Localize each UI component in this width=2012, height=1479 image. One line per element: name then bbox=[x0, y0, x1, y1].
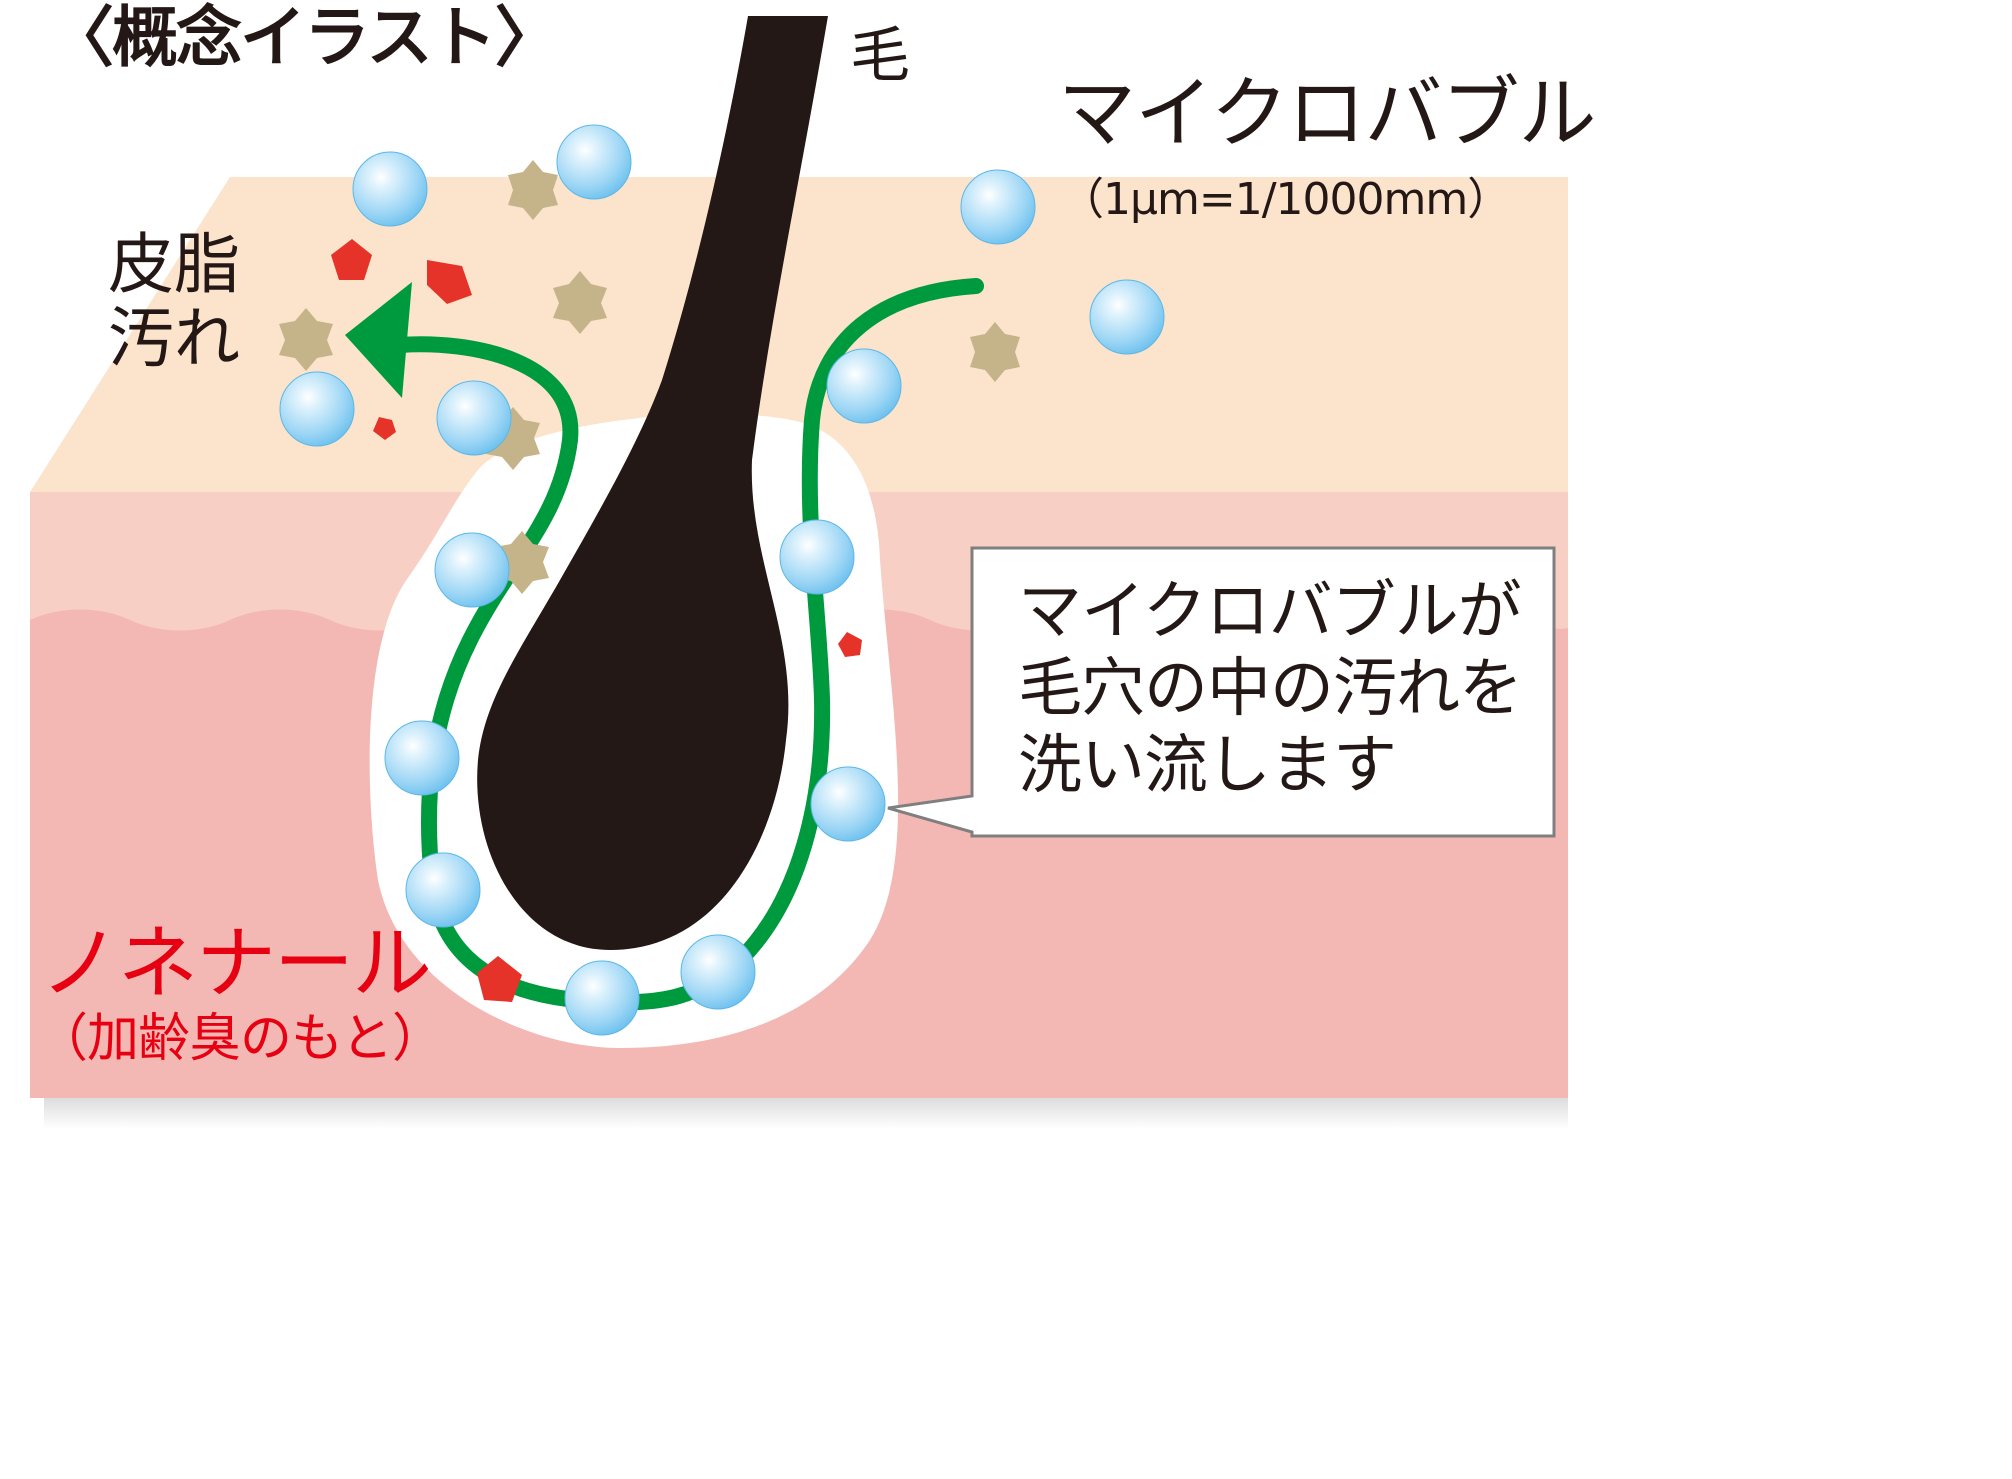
microbubble bbox=[810, 766, 886, 842]
microbubble bbox=[352, 151, 428, 227]
nonenal-label: ノネナール bbox=[40, 917, 432, 1010]
sebum-particle bbox=[279, 308, 333, 371]
callout-text: マイクロバブルが 毛穴の中の汚れを 洗い流します bbox=[1018, 574, 1523, 804]
callout-line1: マイクロバブルが bbox=[1018, 575, 1522, 649]
microbubble bbox=[405, 852, 481, 928]
microbubble-size-label: （1μm=1/1000mm） bbox=[1060, 174, 1511, 225]
callout-line3: 洗い流します bbox=[1018, 728, 1397, 803]
sebum-label: 皮脂 汚れ bbox=[108, 228, 240, 376]
flow-arrow-left bbox=[392, 336, 618, 1010]
nonenal-particle bbox=[331, 239, 372, 280]
microbubble bbox=[556, 124, 632, 200]
callout-box bbox=[887, 546, 1556, 838]
microbubble bbox=[564, 960, 640, 1036]
microbubble bbox=[436, 380, 512, 456]
microbubble bbox=[384, 720, 460, 796]
microbubbles bbox=[279, 124, 1165, 1036]
nonenal-particle bbox=[373, 417, 396, 440]
nonenal-particle bbox=[477, 956, 522, 1002]
microbubble bbox=[1089, 279, 1165, 355]
microbubble bbox=[960, 169, 1036, 245]
microbubble bbox=[279, 371, 355, 447]
skin-surface bbox=[30, 177, 1568, 492]
skin-block-shadow bbox=[44, 1095, 1568, 1129]
flow-arrowhead bbox=[345, 282, 412, 398]
sebum-particle bbox=[553, 271, 607, 334]
sebum-particles bbox=[279, 160, 1020, 594]
sebum-particle bbox=[970, 322, 1020, 382]
sebum-particle bbox=[508, 160, 558, 220]
nonenal-particle bbox=[838, 632, 862, 657]
microbubble bbox=[779, 519, 855, 595]
sebum-label-line2: 汚れ bbox=[108, 299, 240, 377]
microbubble bbox=[680, 934, 756, 1010]
page-title: 〈概念イラスト〉 bbox=[48, 0, 561, 76]
microbubble bbox=[826, 348, 902, 424]
concept-illustration bbox=[30, 16, 1568, 1129]
hair bbox=[477, 16, 828, 950]
hair-label: 毛 bbox=[850, 21, 910, 91]
nonenal-particles bbox=[331, 239, 862, 1002]
nonenal-particle bbox=[427, 260, 472, 304]
nonenal-note: （加齢臭のもと） bbox=[36, 1009, 444, 1069]
sebum-label-line1: 皮脂 bbox=[108, 226, 240, 303]
microbubble-label: マイクロバブル bbox=[1058, 69, 1596, 159]
callout-line2: 毛穴の中の汚れを bbox=[1018, 651, 1523, 726]
microbubble bbox=[434, 532, 510, 608]
